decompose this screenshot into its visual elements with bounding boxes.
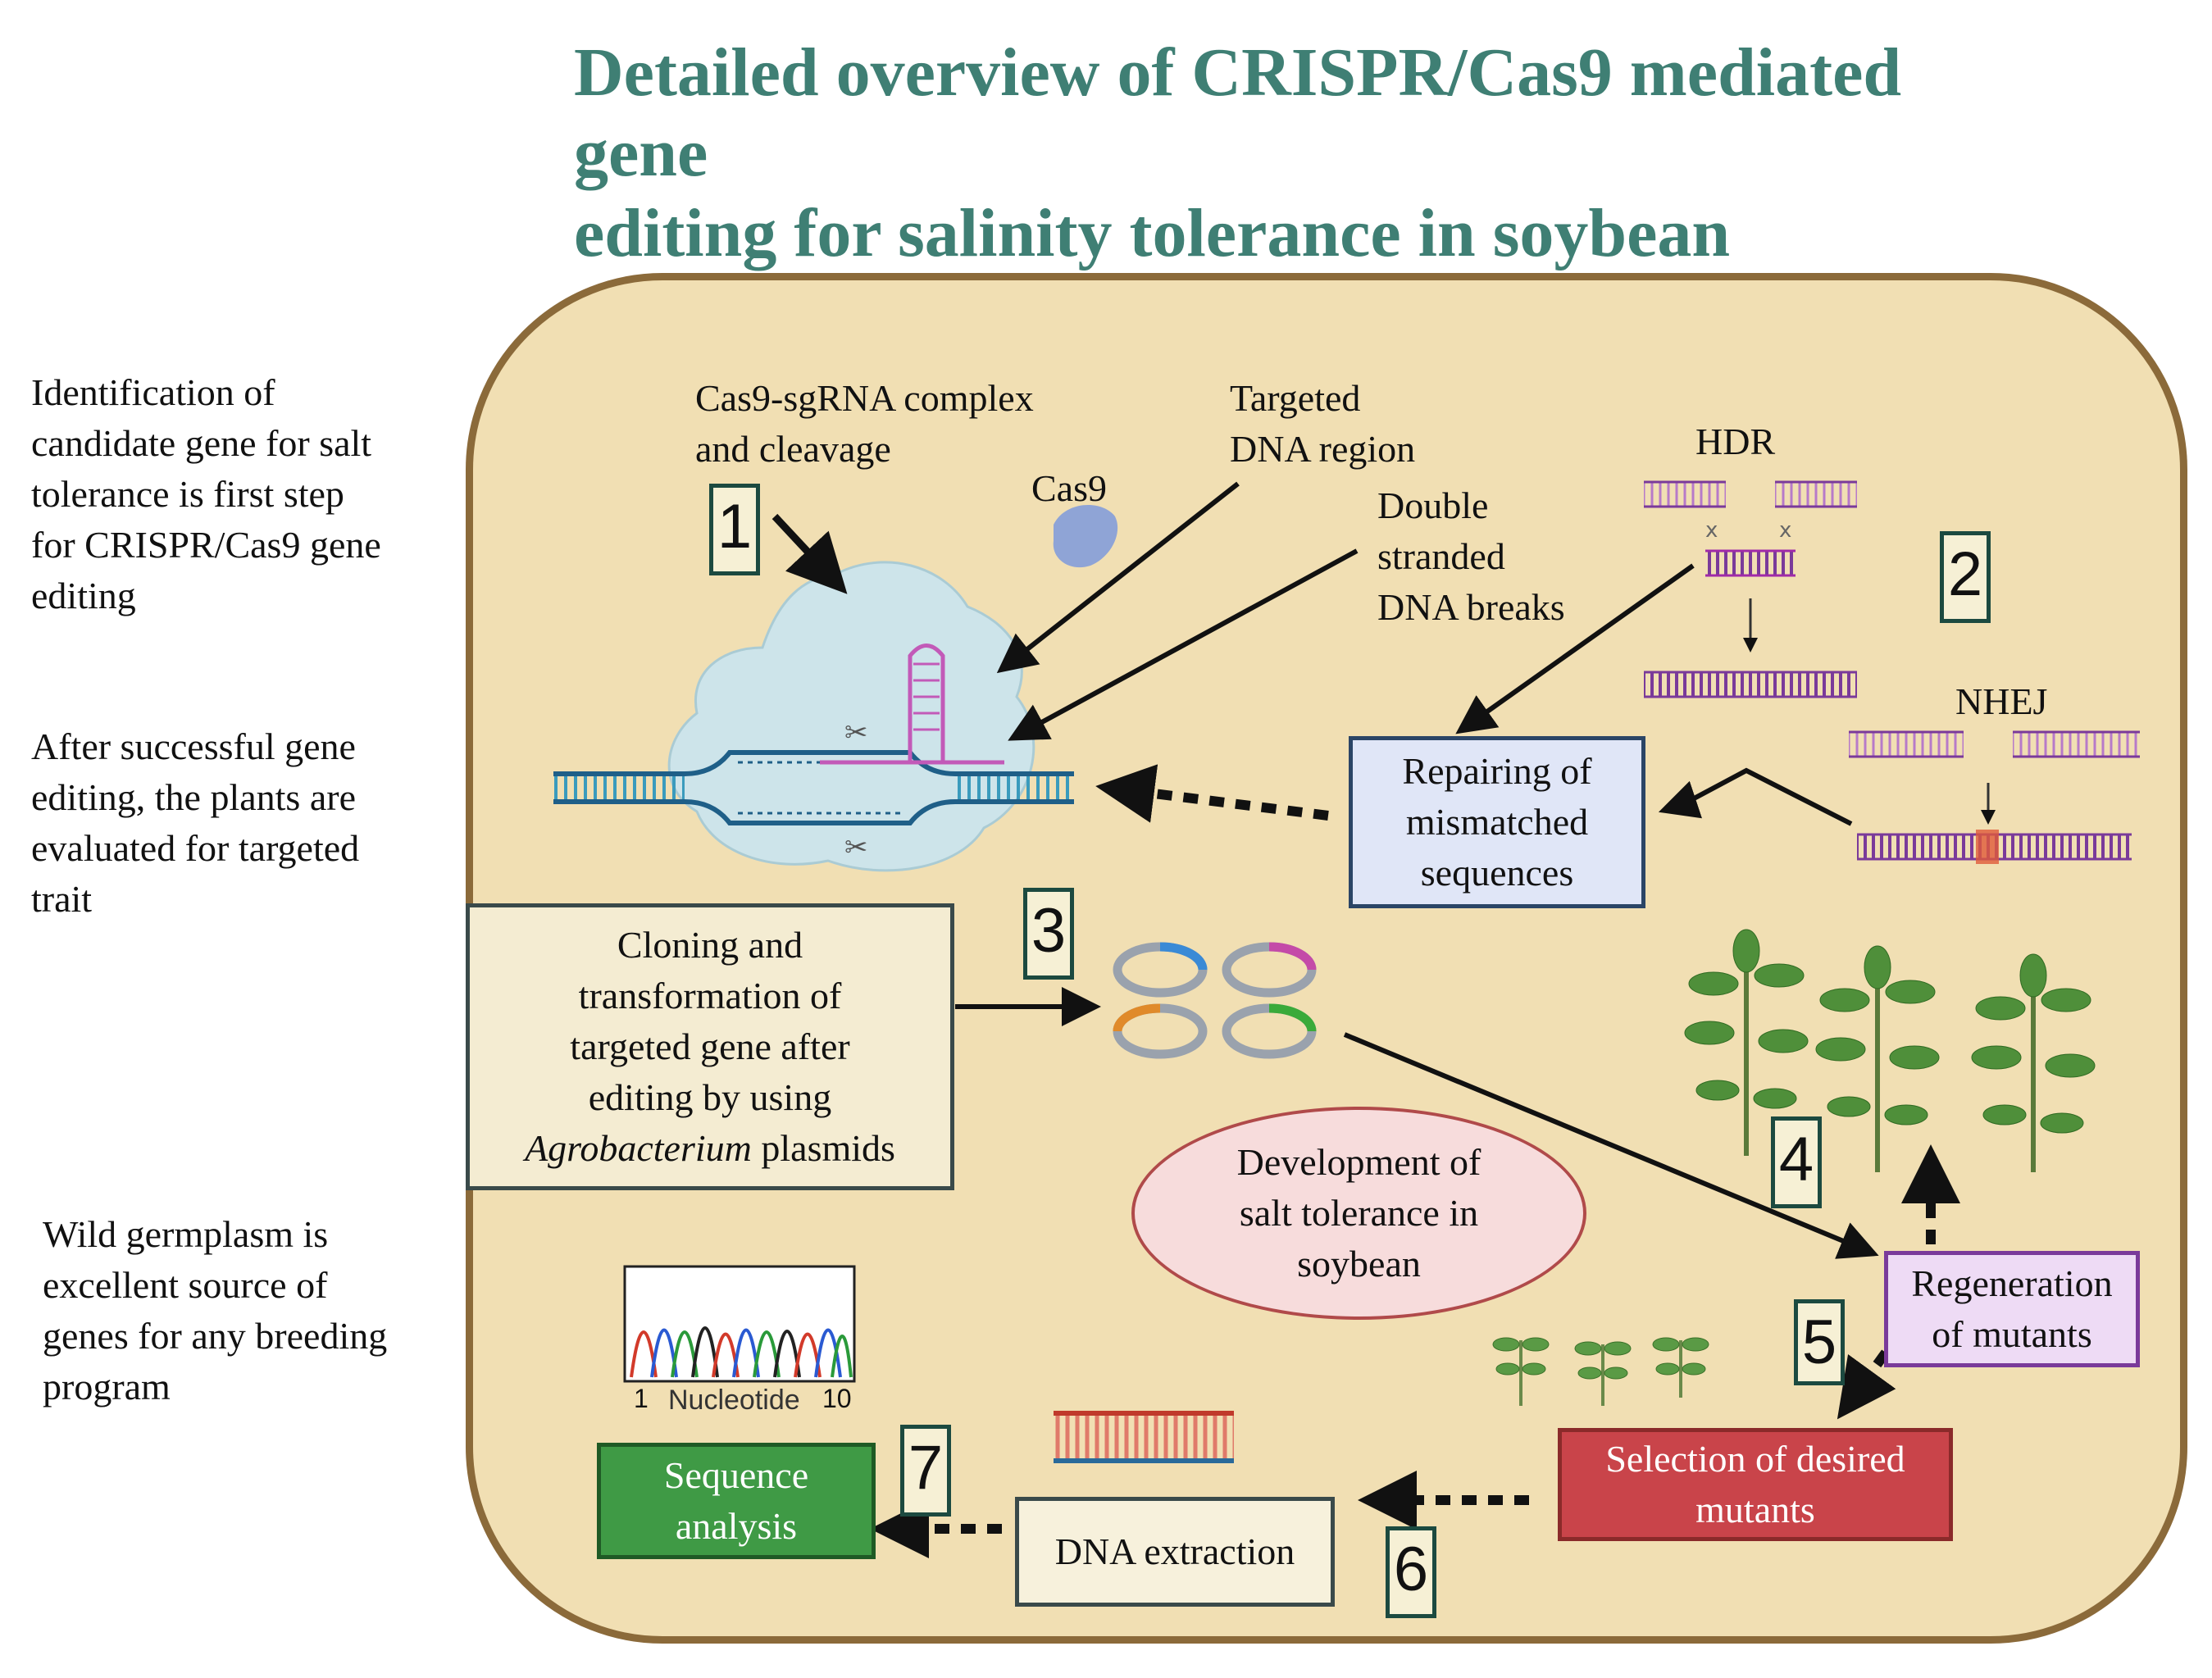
plasmids bbox=[1113, 942, 1317, 1059]
note-germplasm: Wild germplasm is excellent source of ge… bbox=[43, 1209, 469, 1412]
dna-extraction-box: DNA extraction bbox=[1015, 1497, 1335, 1607]
plasmids-text: plasmids bbox=[751, 1127, 895, 1169]
box-line: of mutants bbox=[1932, 1313, 2092, 1355]
label-line: Cas9-sgRNA complex bbox=[695, 377, 1034, 419]
step-7-badge: 7 bbox=[900, 1425, 951, 1517]
agrobacterium-text: Agrobacterium bbox=[525, 1127, 752, 1169]
regeneration-box: Regeneration of mutants bbox=[1884, 1251, 2140, 1367]
note-line: program bbox=[43, 1366, 171, 1407]
label-line: Targeted bbox=[1230, 377, 1361, 419]
box-line: editing by using bbox=[588, 1076, 832, 1118]
selection-box: Selection of desired mutants bbox=[1558, 1428, 1953, 1541]
box-line: salt tolerance in bbox=[1239, 1192, 1479, 1234]
note-line: Wild germplasm is bbox=[43, 1213, 329, 1255]
note-line: After successful gene bbox=[31, 725, 356, 767]
label-line: DNA region bbox=[1230, 428, 1416, 470]
box-line: Regeneration bbox=[1911, 1262, 2113, 1304]
step-6-badge: 6 bbox=[1386, 1526, 1436, 1618]
box-line: Development of bbox=[1236, 1141, 1481, 1183]
label-hdr: HDR bbox=[1695, 421, 1776, 462]
box-line: analysis bbox=[675, 1505, 798, 1547]
box-line: Repairing of bbox=[1402, 750, 1592, 792]
box-line: Selection of desired bbox=[1605, 1438, 1905, 1480]
soybean-plants bbox=[1684, 929, 2096, 1172]
label-dsb: Double stranded DNA breaks bbox=[1377, 480, 1565, 633]
note-evaluation: After successful gene editing, the plant… bbox=[31, 721, 457, 925]
seedlings bbox=[1492, 1337, 1709, 1406]
box-line: Agrobacterium plasmids bbox=[525, 1123, 895, 1174]
step-3-badge: 3 bbox=[1023, 888, 1074, 980]
cas9-protein-shape bbox=[1053, 505, 1118, 568]
note-line: editing, the plants are bbox=[31, 776, 356, 818]
extracted-dna-strip bbox=[1054, 1411, 1234, 1463]
note-line: editing bbox=[31, 575, 136, 616]
step-1-badge: 1 bbox=[709, 484, 760, 575]
note-line: tolerance is first step bbox=[31, 473, 344, 515]
note-line: candidate gene for salt bbox=[31, 422, 372, 464]
cloning-box: Cloning and transformation of targeted g… bbox=[466, 903, 954, 1190]
note-line: for CRISPR/Cas9 gene bbox=[31, 524, 381, 566]
dna-helix: ✂ ✂ bbox=[553, 643, 1074, 864]
title-line-2: editing for salinity tolerance in soybea… bbox=[574, 195, 1731, 271]
label-nhej: NHEJ bbox=[1955, 680, 2048, 722]
step-5-badge: 5 bbox=[1794, 1299, 1845, 1385]
hdr-schematic: x x bbox=[1644, 480, 1857, 698]
chromatogram-axis-label: Nucleotide bbox=[668, 1385, 800, 1416]
nhej-schematic bbox=[1849, 730, 2140, 864]
step-2-badge: 2 bbox=[1940, 531, 1991, 623]
repairing-box: Repairing of mismatched sequences bbox=[1349, 736, 1645, 908]
chromatogram-tick-start: 1 bbox=[634, 1384, 649, 1413]
arrows bbox=[771, 481, 1960, 1558]
note-line: trait bbox=[31, 878, 93, 920]
chromatogram bbox=[623, 1265, 856, 1383]
label-targeted-dna: Targeted DNA region bbox=[1230, 373, 1415, 475]
label-line: stranded bbox=[1377, 535, 1505, 577]
label-line: and cleavage bbox=[695, 428, 891, 470]
label-cas9-complex: Cas9-sgRNA complex and cleavage bbox=[695, 373, 1034, 475]
svg-text:x: x bbox=[1779, 518, 1791, 543]
cas9-complex-blob bbox=[667, 561, 1035, 872]
note-line: genes for any breeding bbox=[43, 1315, 388, 1357]
sequence-analysis-box: Sequence analysis bbox=[597, 1443, 876, 1559]
page-title: Detailed overview of CRISPR/Cas9 mediate… bbox=[574, 33, 2050, 274]
note-line: evaluated for targeted bbox=[31, 827, 360, 869]
box-line: Cloning and bbox=[617, 924, 803, 966]
box-line: DNA extraction bbox=[1054, 1530, 1295, 1572]
title-line-1: Detailed overview of CRISPR/Cas9 mediate… bbox=[574, 34, 1902, 191]
box-line: targeted gene after bbox=[570, 1025, 850, 1067]
box-line: mutants bbox=[1695, 1489, 1815, 1530]
box-line: transformation of bbox=[578, 975, 842, 1016]
note-line: Identification of bbox=[31, 371, 275, 413]
svg-text:x: x bbox=[1705, 518, 1718, 543]
box-line: mismatched bbox=[1405, 801, 1589, 843]
note-line: excellent source of bbox=[43, 1264, 328, 1306]
step-4-badge: 4 bbox=[1771, 1116, 1822, 1208]
svg-text:✂: ✂ bbox=[844, 831, 868, 864]
box-line: soybean bbox=[1297, 1243, 1421, 1285]
box-line: sequences bbox=[1420, 852, 1574, 894]
note-identification: Identification of candidate gene for sal… bbox=[31, 367, 457, 621]
box-line: Sequence bbox=[663, 1454, 809, 1496]
development-ellipse: Development of salt tolerance in soybean bbox=[1131, 1107, 1586, 1320]
label-cas9: Cas9 bbox=[1031, 467, 1107, 509]
label-line: Double bbox=[1377, 484, 1489, 526]
svg-text:✂: ✂ bbox=[844, 716, 868, 749]
label-line: DNA breaks bbox=[1377, 586, 1565, 628]
chromatogram-tick-end: 10 bbox=[822, 1384, 852, 1413]
